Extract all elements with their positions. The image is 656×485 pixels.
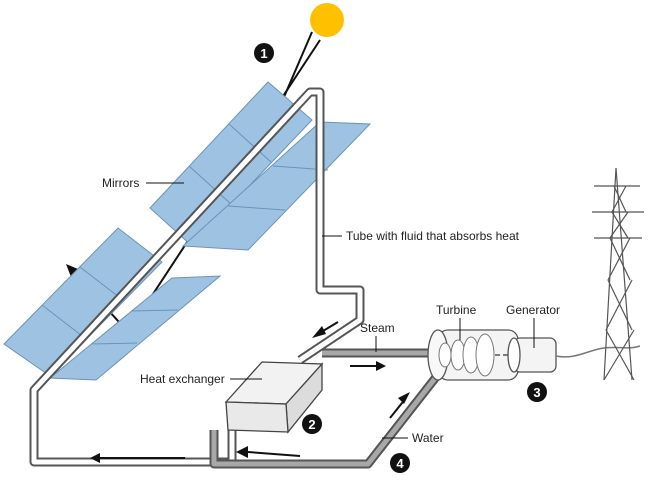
- heat-exchanger: [224, 361, 324, 434]
- label-steam: Steam: [360, 321, 395, 335]
- label-mirrors: Mirrors: [102, 176, 139, 190]
- step-badge-1: 1: [254, 43, 274, 63]
- steam-flow-arrow: [350, 361, 386, 371]
- fluid-tube-inner: [31, 89, 363, 465]
- step-badge-2: 2: [302, 414, 322, 434]
- water-flow-arrow-upper: [389, 392, 410, 419]
- water-flow-arrow-lower: [236, 446, 301, 458]
- step-number: 3: [533, 385, 540, 400]
- ray-arrowhead-lower: [66, 264, 78, 277]
- mirror-panel-lower-right: [48, 275, 222, 381]
- label-water: Water: [412, 431, 444, 445]
- water-pipe-inner: [211, 370, 442, 467]
- step-number: 2: [308, 417, 315, 432]
- step-badge-3: 3: [527, 382, 547, 402]
- label-turbine: Turbine: [436, 303, 477, 317]
- label-heat-exchanger: Heat exchanger: [140, 372, 225, 386]
- generator: [507, 337, 557, 373]
- sun: [310, 3, 344, 37]
- tube-arrow-right: [312, 321, 339, 338]
- transmission-tower: [592, 167, 644, 381]
- turbine: [427, 329, 519, 381]
- step-number: 1: [260, 46, 267, 61]
- label-generator: Generator: [506, 303, 560, 317]
- label-tube: Tube with fluid that absorbs heat: [346, 229, 520, 243]
- step-number: 4: [396, 456, 404, 471]
- tube-arrow-bottom: [90, 453, 185, 463]
- power-cable: [555, 345, 641, 358]
- step-badge-4: 4: [390, 453, 410, 473]
